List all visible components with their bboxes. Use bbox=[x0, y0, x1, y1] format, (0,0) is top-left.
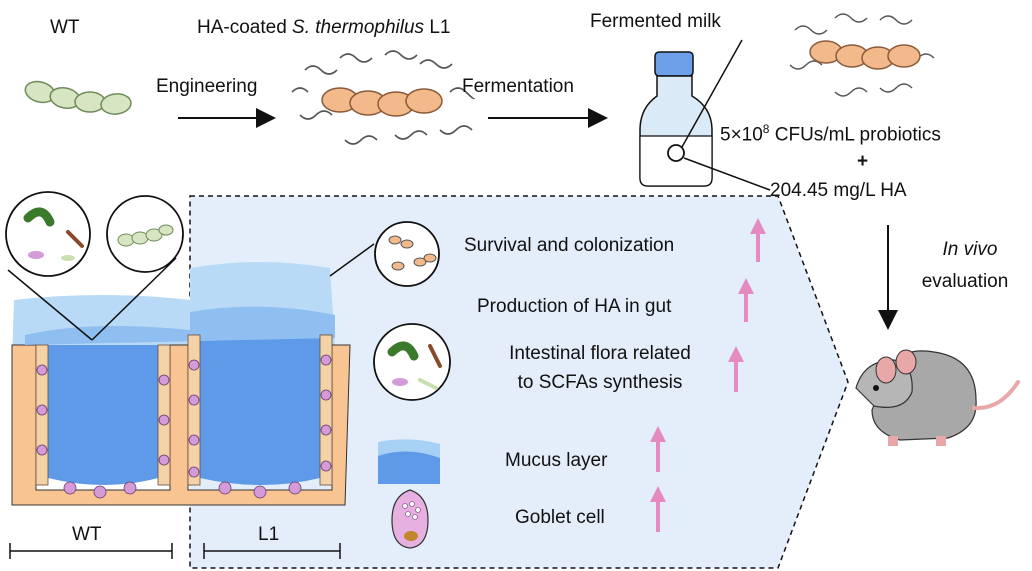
increase-arrows bbox=[650, 218, 766, 532]
ha-coated-title: HA-coated S. thermophilus L1 bbox=[197, 18, 450, 37]
l1-scale-label: L1 bbox=[258, 524, 280, 545]
probiotics-label: 5×108 CFUs/mL probiotics bbox=[720, 123, 941, 144]
mucus-layer-icon bbox=[378, 439, 440, 484]
effect-goblet-cell: Goblet cell bbox=[515, 507, 605, 528]
probiotics-suffix: CFUs/mL probiotics bbox=[769, 124, 941, 146]
effect-flora-line1: Intestinal flora related bbox=[509, 343, 691, 364]
effect-survival: Survival and colonization bbox=[464, 235, 675, 256]
evaluation-label: evaluation bbox=[921, 271, 1009, 292]
ha-coated-species: S. thermophilus bbox=[292, 17, 425, 38]
mouse-icon bbox=[855, 349, 1020, 446]
wt-scale-label: WT bbox=[72, 524, 102, 545]
gut-flora-circle-icon bbox=[373, 323, 451, 401]
plus-label: + bbox=[857, 151, 869, 172]
fermented-milk-label: Fermented milk bbox=[590, 11, 721, 32]
in-vivo-label: In vivo bbox=[942, 239, 998, 260]
intestine-tissue-icon bbox=[11, 262, 351, 506]
probiotics-exponent: 8 bbox=[762, 122, 770, 136]
effects-panel bbox=[189, 195, 849, 569]
fermented-milk-bottle-icon bbox=[639, 39, 771, 191]
ha-coated-suffix: L1 bbox=[424, 17, 451, 38]
effect-ha-production: Production of HA in gut bbox=[477, 296, 672, 317]
coated-bacteria-circle-icon bbox=[329, 221, 440, 287]
fermentation-label: Fermentation bbox=[462, 76, 574, 97]
goblet-cell-icon bbox=[391, 489, 429, 549]
wt-label: WT bbox=[50, 17, 80, 38]
ha-coated-chain-top-right-icon bbox=[789, 13, 935, 97]
engineering-label: Engineering bbox=[156, 76, 258, 97]
ha-coated-prefix: HA-coated bbox=[197, 17, 293, 38]
effect-mucus-layer: Mucus layer bbox=[505, 450, 608, 471]
wt-bacteria-chain-icon bbox=[24, 80, 132, 115]
scale-bars bbox=[9, 543, 341, 559]
effect-flora-line2: to SCFAs synthesis bbox=[517, 372, 683, 393]
ha-coated-l1-chain-icon bbox=[291, 50, 475, 145]
ha-concentration-label: 204.45 mg/L HA bbox=[770, 180, 907, 201]
wt-zoom-circles bbox=[5, 191, 184, 341]
probiotics-prefix: 5×10 bbox=[720, 124, 763, 146]
